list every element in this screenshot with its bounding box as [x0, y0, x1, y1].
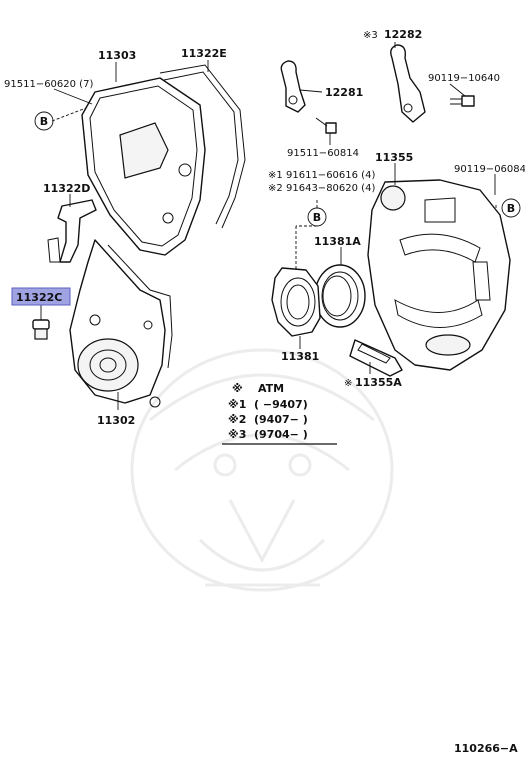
legend-mark-1: ※1: [228, 398, 246, 411]
label-11322D[interactable]: 11322D: [43, 182, 90, 195]
upper-timing-cover-11303[interactable]: [81, 77, 206, 256]
legend: ※ ATM ※1 ( −9407) ※2 (9407− ) ※3 (9704− …: [222, 382, 337, 445]
watermark-emblem: [130, 348, 394, 592]
diagram-id: 110266−A: [454, 742, 518, 755]
svg-text:B: B: [313, 211, 321, 224]
engine-hanger-12282[interactable]: [390, 44, 426, 123]
ref-circle-b-right: B: [501, 198, 521, 218]
label-91511-60814[interactable]: 91511−60814: [287, 148, 359, 159]
svg-text:B: B: [40, 115, 48, 128]
bolt-91511-60814[interactable]: [315, 117, 337, 134]
label-91611-60616[interactable]: 91611−60616 (4): [286, 170, 375, 181]
oil-seal-11381A[interactable]: [314, 264, 366, 328]
label-91511-60620[interactable]: 91511−60620 (7): [4, 79, 93, 90]
legend-text-3: (9704− ): [254, 428, 308, 441]
gasket-11322E[interactable]: [159, 64, 246, 229]
label-90119-10640[interactable]: 90119−10640: [428, 73, 500, 84]
plug-11322C[interactable]: [32, 305, 50, 340]
label-11355[interactable]: 11355: [375, 151, 413, 164]
label-11355A[interactable]: 11355A: [355, 376, 402, 389]
legend-mark-0: ※: [232, 382, 243, 395]
label-11303[interactable]: 11303: [98, 49, 136, 62]
legend-text-2: (9407− ): [254, 413, 308, 426]
legend-text-0: ATM: [258, 382, 284, 395]
ref-circle-b-center: B: [307, 207, 327, 227]
label-12282-mark: ※3: [363, 30, 378, 41]
label-91611-mark: ※1: [268, 170, 283, 181]
bolt-90119-10640[interactable]: [450, 95, 475, 107]
end-plate-11355[interactable]: [367, 179, 511, 371]
label-90119-06084[interactable]: 90119−06084: [454, 164, 525, 175]
label-11355A-mark: ※: [344, 378, 352, 389]
legend-mark-3: ※3: [228, 428, 246, 441]
leader-lines: [51, 42, 497, 410]
seal-retainer-11381[interactable]: [271, 267, 321, 337]
label-11322E[interactable]: 11322E: [181, 47, 227, 60]
label-12282[interactable]: 12282: [384, 28, 422, 41]
legend-mark-2: ※2: [228, 413, 246, 426]
label-11322C[interactable]: 11322C: [16, 291, 62, 304]
highlight-11322C: [11, 287, 71, 306]
lower-timing-cover-11302[interactable]: [69, 239, 173, 408]
gasket-11322D[interactable]: [47, 199, 97, 263]
gasket-11355A[interactable]: [349, 339, 403, 377]
label-91643-80620[interactable]: 91643−80620 (4): [286, 183, 375, 194]
legend-text-1: ( −9407): [254, 398, 308, 411]
label-91643-mark: ※2: [268, 183, 283, 194]
label-11381A[interactable]: 11381A: [314, 235, 361, 248]
ref-circle-b-left: B: [34, 111, 54, 131]
label-11302[interactable]: 11302: [97, 414, 135, 427]
label-11381[interactable]: 11381: [281, 350, 319, 363]
svg-text:B: B: [507, 202, 515, 215]
label-12281[interactable]: 12281: [325, 86, 363, 99]
engine-hanger-12281[interactable]: [280, 60, 306, 113]
